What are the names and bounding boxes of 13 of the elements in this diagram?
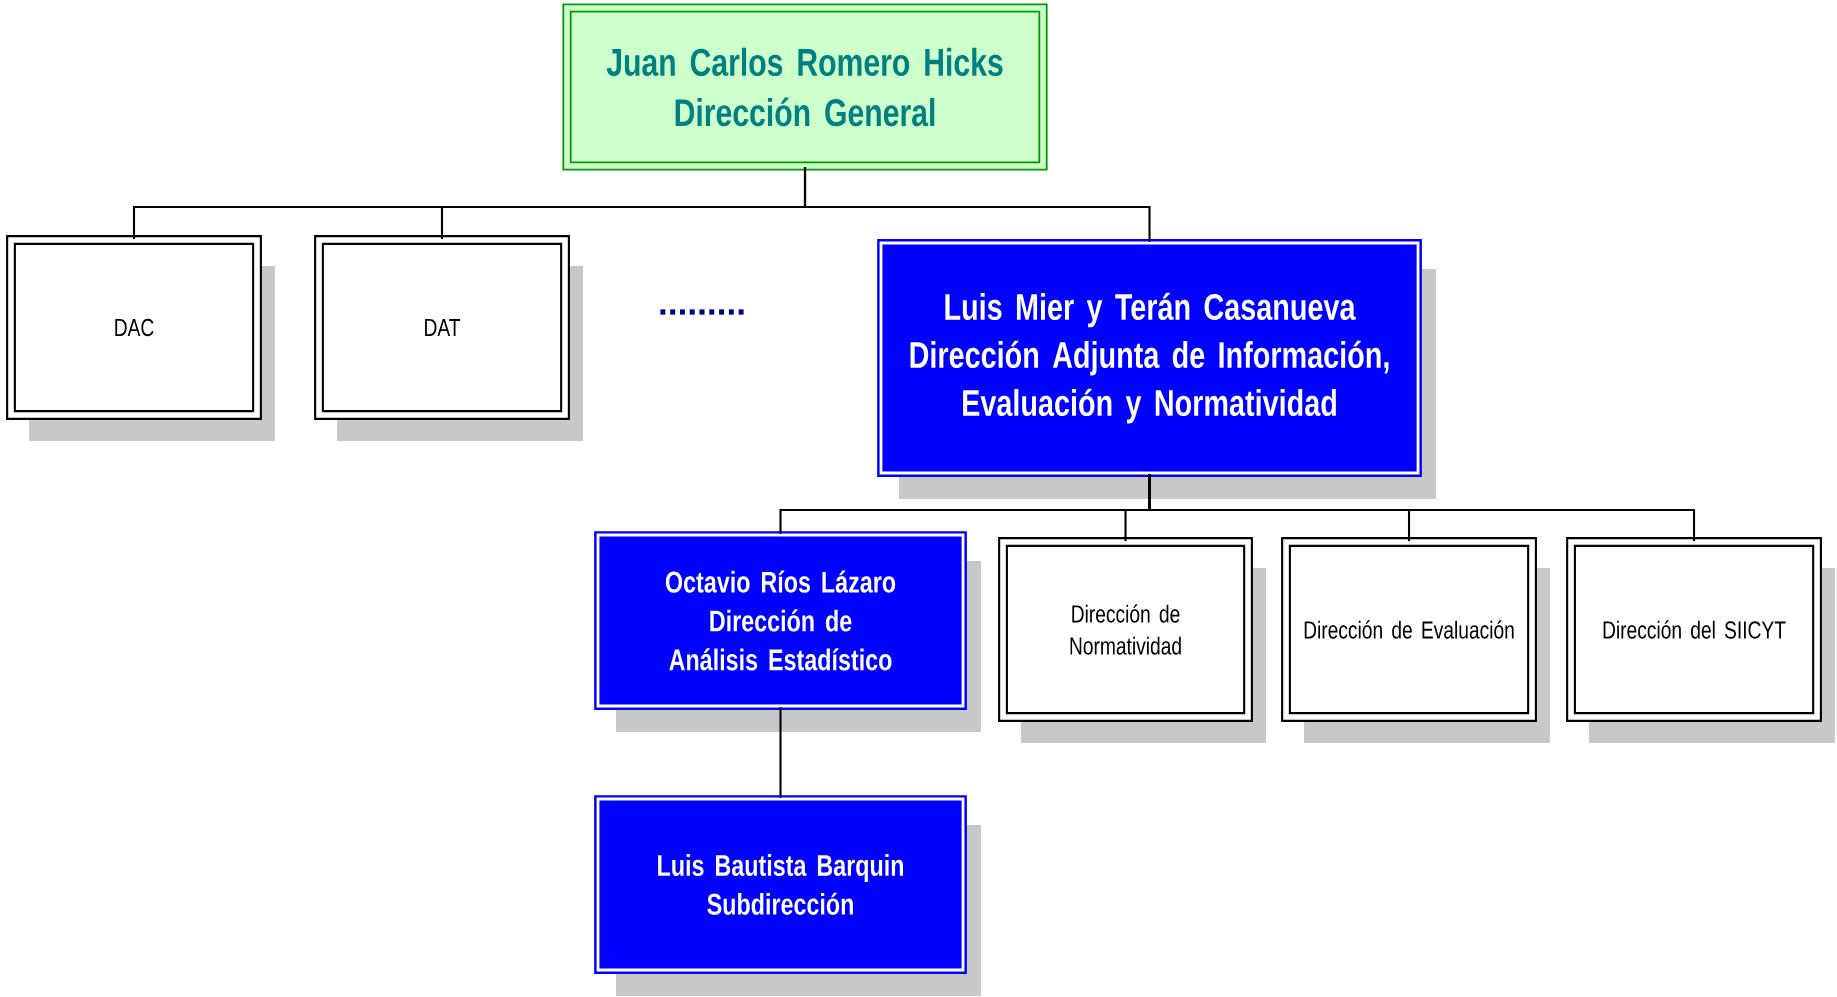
org-box: Octavio Ríos Lázaro Dirección de Análisis Estadístico	[594, 531, 981, 732]
org-box: Luis Bautista Barquin Subdirección	[594, 795, 981, 996]
ellipsis-text: .........	[660, 309, 744, 315]
org-box: Dirección del SIICYT	[1566, 537, 1836, 743]
connector-line	[779, 707, 782, 798]
connector-line	[1148, 474, 1696, 541]
org-box: Dirección de Evaluación	[1281, 537, 1551, 743]
org-box: DAT	[314, 235, 583, 441]
org-box: DAC	[6, 235, 275, 441]
connector-line	[803, 166, 1151, 242]
org-box: Dirección de Normatividad	[998, 537, 1267, 743]
org-box: Juan Carlos Romero Hicks Dirección General	[562, 3, 1048, 171]
org-box: Luis Mier y Terán Casanueva Dirección Adjunta de Información, Evaluación y Normatividad	[877, 239, 1436, 499]
